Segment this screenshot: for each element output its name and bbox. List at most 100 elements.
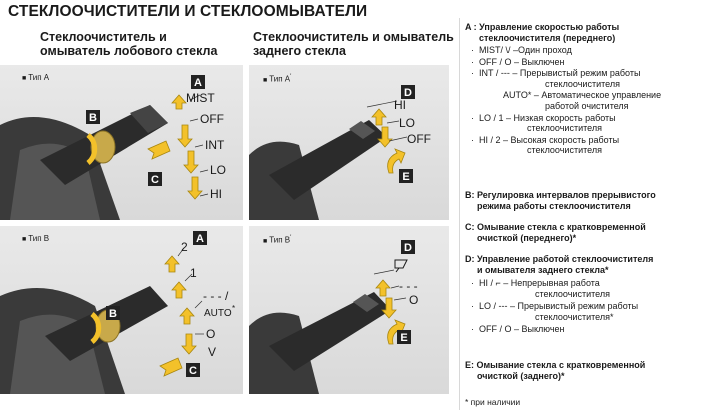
pos-1-leader [184, 273, 193, 282]
rear-type-a-illustration: D E HI LO OFF [249, 85, 431, 220]
rear-lever [269, 120, 387, 200]
legend-a-head-2: стеклоочистителя (переднего) [479, 32, 616, 43]
legend-d-row-lo-key: LO / --- [479, 301, 508, 312]
int-leader [194, 144, 204, 148]
rear-heading-line1: Стеклоочиститель и омыватель [253, 30, 454, 44]
hi-arrow [187, 176, 203, 200]
badge-c-front-b [186, 363, 200, 377]
rear-b-int-leader [390, 285, 400, 289]
legend-a-row-lo-key: LO / 1 [479, 112, 504, 123]
legend-a-row-hi-key: HI / 2 [479, 134, 501, 145]
column-divider [459, 18, 460, 410]
legend-d-row-off-key: OFF / O [479, 324, 512, 335]
rear-type-b-illustration: D E - - - O [249, 240, 418, 394]
legend-d-row-lo: · LO / --- – Прерывистый режим работы ст… [465, 301, 715, 322]
rear-lever-b-dial [353, 294, 379, 312]
badge-b-front [86, 110, 100, 124]
front-heading: Стеклоочиститель и омыватель лобового ст… [40, 30, 217, 58]
legend-d-row-off-desc: – Выключен [514, 324, 565, 335]
legend-c-line1: C: Омывание стекла с кратковременной [465, 222, 646, 232]
legend-a-row-lo-desc: – Низкая скорость работы [506, 112, 616, 123]
rear-b-off-leader [393, 297, 407, 301]
legend-a-row-hi-desc: – Высокая скорость работы [503, 134, 620, 145]
rear-b-continuous-leader [373, 269, 395, 275]
badge-d-rear [401, 85, 415, 99]
legend-d-row-lo-desc2: стеклоочистителя* [535, 311, 614, 322]
legend-a: A : Управление скоростью работы стеклооч… [465, 22, 715, 43]
legend-a-row-int: · INT / --- – Прерывистый режим работы с… [465, 68, 715, 89]
front-type-a-illustration: A B C MIST OFF INT LO HI [0, 75, 226, 220]
rear-washer-symbol-icon [394, 259, 408, 273]
rear-type-b-panel: Тип B' D E - - - O [249, 226, 449, 394]
rear-label-lo: LO [399, 116, 415, 130]
legend-c-line2: очисткой (переднего)* [477, 232, 577, 243]
legend-b-line2: режима работы стеклоочистителя [477, 200, 631, 211]
legend-d-row-hi-desc2: стеклоочистителя [535, 288, 610, 299]
rear-type-a-tag-text: Тип A [269, 74, 291, 84]
pos-1-arrow [171, 281, 187, 299]
pos-v-arrow [181, 333, 197, 355]
badge-e-rear-b [397, 330, 411, 344]
front-heading-line1: Стеклоочиститель и [40, 30, 167, 44]
legend-e: E: Омывание стекла с кратковременной очи… [465, 360, 715, 381]
rear-heading: Стеклоочиститель и омыватель заднего сте… [253, 30, 454, 58]
badge-d-rear-b [401, 240, 415, 254]
rear-lo-arrow [377, 126, 393, 148]
legend-a-row-off-key: OFF / O [479, 56, 512, 67]
front-type-a-tag: Тип A [22, 73, 49, 82]
rear-wash-arrow [387, 148, 406, 174]
legend-a-row-auto-key: AUTO* [503, 90, 532, 101]
lo-arrow [183, 150, 199, 174]
rear-hi-leader [366, 100, 398, 108]
badge-c-b-label: C [189, 365, 197, 377]
legend-a-rows: · MIST/ \/ –Один проход · OFF / O – Выкл… [465, 45, 715, 156]
lever-tip [130, 105, 168, 133]
legend-a-row-int-desc: – Прерывистый режим работы [512, 68, 641, 79]
rear-hi-arrow [371, 108, 387, 126]
footnote: * при наличии [465, 397, 521, 407]
wash-arrow [147, 140, 171, 160]
legend-a-row-hi-desc2: стеклоочистителя [527, 145, 602, 156]
label-pos-2: 2 [181, 240, 188, 254]
rear-type-a-tag: Тип A' [263, 73, 291, 84]
rear-lever-b [269, 292, 391, 371]
knob-rotation-arrow [86, 133, 98, 165]
front-type-b-tag: Тип B [22, 234, 49, 243]
label-pos-v: V [208, 345, 216, 359]
label-int: INT [205, 138, 225, 152]
badge-c-label: C [151, 174, 159, 186]
legend-a-row-auto: AUTO* – Автоматическое управление работо… [465, 90, 715, 111]
lever-knob [90, 130, 116, 164]
pos-int-leader [194, 300, 203, 309]
label-off: OFF [200, 112, 224, 126]
legend-a-row-mist-key: MIST/ \/ [479, 45, 511, 55]
rear-lo-leader [386, 120, 400, 124]
legend-b: B: Регулировка интервалов прерывистого р… [465, 190, 715, 211]
legend-a-row-mist-desc: –Один проход [513, 45, 572, 55]
legend-a-row-lo-desc2: стеклоочистителя [527, 123, 602, 134]
legend-a-row-hi: · HI / 2 – Высокая скорость работы стекл… [465, 135, 715, 156]
legend-a-row-mist: · MIST/ \/ –Один проход [471, 45, 572, 55]
badge-c-front [148, 172, 162, 186]
badge-a-label: A [194, 77, 202, 89]
legend-d-row-hi-desc: – Непрерывная работа [503, 278, 600, 288]
pos-2-arrow [164, 255, 180, 273]
off-leader [189, 118, 199, 122]
badge-e-label: E [402, 171, 409, 183]
legend-b-line1: B: Регулировка интервалов прерывистого [465, 190, 656, 200]
label-mist: MIST [186, 91, 215, 105]
label-lo: LO [210, 163, 226, 177]
knob-rotation-arrow-b [90, 312, 102, 344]
legend-a-row-auto-desc: – Автоматическое управление [533, 90, 662, 101]
legend-d-rows: · HI / ⌐ – Непрерывная работа стеклоочис… [465, 278, 715, 335]
mist-leader [189, 94, 201, 101]
hi-leader [199, 193, 209, 197]
legend-d-row-lo-desc: – Прерывистый режим работы [510, 301, 639, 312]
legend-a-row-lo: · LO / 1 – Низкая скорость работы стекло… [465, 113, 715, 134]
label-pos-int: - - - / [203, 289, 229, 303]
rear-label-hi: HI [394, 98, 406, 112]
legend-e-line2: очисткой (заднего)* [477, 370, 565, 381]
legend-a-row-int-desc2: стеклоочистителя [545, 78, 620, 89]
legend-a-head-1: A : Управление скоростью работы [465, 22, 620, 32]
int-arrow [177, 124, 193, 148]
